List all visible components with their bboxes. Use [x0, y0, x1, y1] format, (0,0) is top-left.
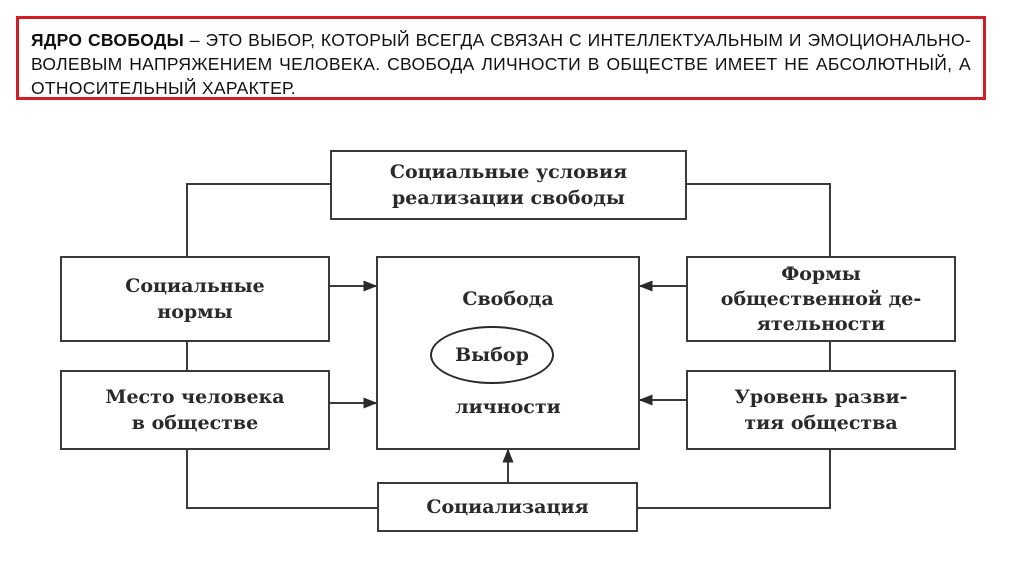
- node-development-level: Уровень разви- тия общества: [686, 370, 956, 450]
- definition-text: – ЭТО ВЫБОР, КОТОРЫЙ ВСЕГДА СВЯЗАН С ИНТ…: [31, 30, 971, 98]
- loop-connector-left: [186, 183, 377, 509]
- node-social-conditions: Социальные условия реализации свободы: [330, 150, 687, 220]
- definition-box: ЯДРО СВОБОДЫ – ЭТО ВЫБОР, КОТОРЫЙ ВСЕГДА…: [16, 16, 986, 100]
- node-freedom-center: Свобода Выбор личности: [376, 256, 640, 450]
- definition-term: ЯДРО СВОБОДЫ: [31, 30, 185, 50]
- center-subtitle: личности: [455, 396, 561, 418]
- choice-ellipse: Выбор: [430, 326, 554, 384]
- loop-connector-right: [638, 183, 831, 509]
- choice-label: Выбор: [455, 344, 529, 366]
- node-person-place: Место человека в обществе: [60, 370, 330, 450]
- node-socialization: Социализация: [377, 482, 638, 532]
- node-social-norms: Социальные нормы: [60, 256, 330, 342]
- node-activity-forms: Формы общественной де- ятельности: [686, 256, 956, 342]
- center-title: Свобода: [462, 288, 554, 310]
